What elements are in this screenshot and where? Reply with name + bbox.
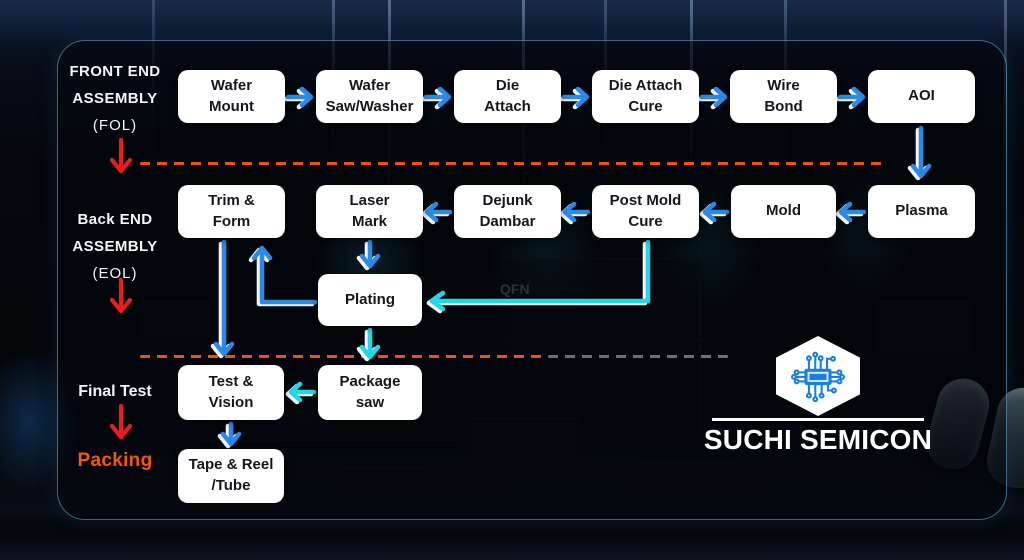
arrow-front-end-down	[109, 137, 133, 174]
background-bottom-band	[0, 516, 1024, 560]
back-end-line2: ASSEMBLY	[72, 238, 158, 255]
chip-icon	[790, 351, 846, 403]
front-end-line2: ASSEMBLY	[72, 90, 158, 107]
process-box-wafer-saw-washer: Wafer Saw/Washer	[316, 70, 423, 123]
back-end-assembly-label: Back END ASSEMBLY (EOL)	[58, 206, 172, 287]
arrow-back-end-down	[109, 277, 133, 314]
process-box-tape-reel-tube: Tape & Reel /Tube	[178, 449, 284, 503]
arrow-plasma-to-mold	[838, 201, 867, 223]
separator-eol-finaltest-fade	[548, 355, 728, 358]
front-end-assembly-label: FRONT END ASSEMBLY (FOL)	[58, 58, 172, 139]
final-test-label: Final Test	[78, 383, 152, 400]
company-name: SUCHI SEMICON	[703, 424, 933, 455]
arrow-wire-bond-to-aoi	[837, 86, 866, 108]
arrow-wafer-mount-to-wafer-saw	[285, 86, 314, 108]
arrow-plating-to-package-saw	[359, 327, 381, 360]
process-box-wire-bond: Wire Bond	[730, 70, 837, 123]
arrow-test-vision-to-tape-reel	[220, 421, 242, 447]
arrow-trim-form-to-test-vision	[213, 239, 235, 357]
process-box-plasma: Plasma	[868, 185, 975, 238]
arrow-post-mold-cure-to-dejunk-dambar	[562, 201, 591, 223]
process-box-package-saw: Package saw	[318, 365, 422, 420]
process-box-dejunk-dambar: Dejunk Dambar	[454, 185, 561, 238]
separator-eol-finaltest	[140, 355, 548, 358]
arrow-wafer-saw-to-die-attach	[423, 86, 452, 108]
arrow-mold-to-post-mold-cure	[702, 201, 730, 223]
arrow-die-attach-cure-to-wire-bond	[699, 86, 728, 108]
process-box-test-vision: Test & Vision	[178, 365, 284, 420]
back-end-line3: (EOL)	[92, 265, 138, 282]
process-box-wafer-mount: Wafer Mount	[178, 70, 285, 123]
logo-divider	[712, 418, 924, 421]
arrow-qfn-post-mold-cure-to-plating	[429, 239, 651, 312]
arrow-laser-mark-to-plating	[359, 239, 381, 269]
arrow-die-attach-to-die-attach-cure	[561, 86, 590, 108]
process-box-mold: Mold	[731, 185, 836, 238]
arrow-dejunk-dambar-to-laser-mark	[424, 201, 453, 223]
process-box-die-attach: Die Attach	[454, 70, 561, 123]
process-box-post-mold-cure: Post Mold Cure	[592, 185, 699, 238]
process-box-die-attach-cure: Die Attach Cure	[592, 70, 699, 123]
qfn-annotation: QFN	[500, 281, 530, 297]
separator-fol-eol	[140, 162, 884, 165]
packing-label: Packing	[77, 450, 153, 471]
front-end-line1: FRONT END	[69, 63, 161, 80]
process-box-trim-form: Trim & Form	[178, 185, 285, 238]
arrow-package-saw-to-test-vision	[288, 381, 317, 403]
arrow-plating-to-trim-form	[251, 245, 318, 305]
front-end-line3: (FOL)	[92, 117, 138, 134]
process-box-laser-mark: Laser Mark	[316, 185, 423, 238]
process-box-aoi: AOI	[868, 70, 975, 123]
process-box-plating: Plating	[318, 274, 422, 326]
background-machinery-band	[0, 0, 1024, 42]
back-end-line1: Back END	[77, 211, 153, 228]
arrow-final-test-down	[109, 403, 133, 440]
arrow-aoi-to-plasma	[910, 125, 932, 179]
